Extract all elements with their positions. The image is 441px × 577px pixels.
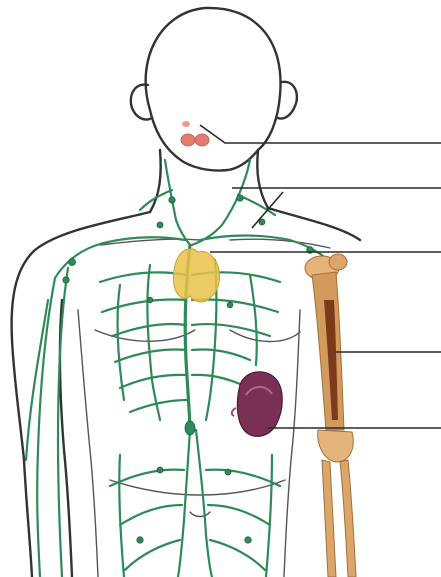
tonsil-right <box>195 134 209 146</box>
cisterna-chyli <box>185 421 195 435</box>
tonsils <box>181 121 209 146</box>
bone-with-marrow <box>305 254 356 577</box>
lymph-node <box>63 277 69 283</box>
lymph-node <box>225 469 231 475</box>
tonsil-leader-line <box>200 125 441 143</box>
lymph-node <box>169 197 175 203</box>
right-torso-side-outline <box>284 310 300 577</box>
lymph-node <box>69 259 76 266</box>
left-torso-side-outline <box>78 310 98 577</box>
spleen <box>232 372 282 437</box>
abdomen-outline <box>110 480 285 495</box>
navel-outline <box>190 512 210 517</box>
adenoid <box>182 121 190 127</box>
cervical-vessel-right <box>192 160 250 245</box>
lymph-node <box>157 467 163 473</box>
lymphatic-vessels <box>26 160 335 577</box>
abdominal-trunk-right <box>196 430 212 577</box>
lymph-node <box>147 297 153 303</box>
left-arm-vessel-3 <box>26 300 48 460</box>
thymus <box>173 249 219 302</box>
head-outline <box>146 8 281 171</box>
abdominal-trunk <box>178 430 190 577</box>
neck-left-outline <box>150 150 161 212</box>
tonsil-left <box>181 134 195 146</box>
neck-right-outline <box>257 150 268 208</box>
lymph-node <box>245 537 251 543</box>
right-shoulder-outline <box>268 208 360 240</box>
lymph-node <box>237 195 243 201</box>
collarbone-outline <box>100 239 330 248</box>
cervical-vessel-left <box>165 160 190 245</box>
lymph-node <box>137 537 143 543</box>
lymph-node <box>227 302 233 308</box>
left-arm-vessel-1 <box>37 278 55 577</box>
lymph-node <box>157 222 163 228</box>
